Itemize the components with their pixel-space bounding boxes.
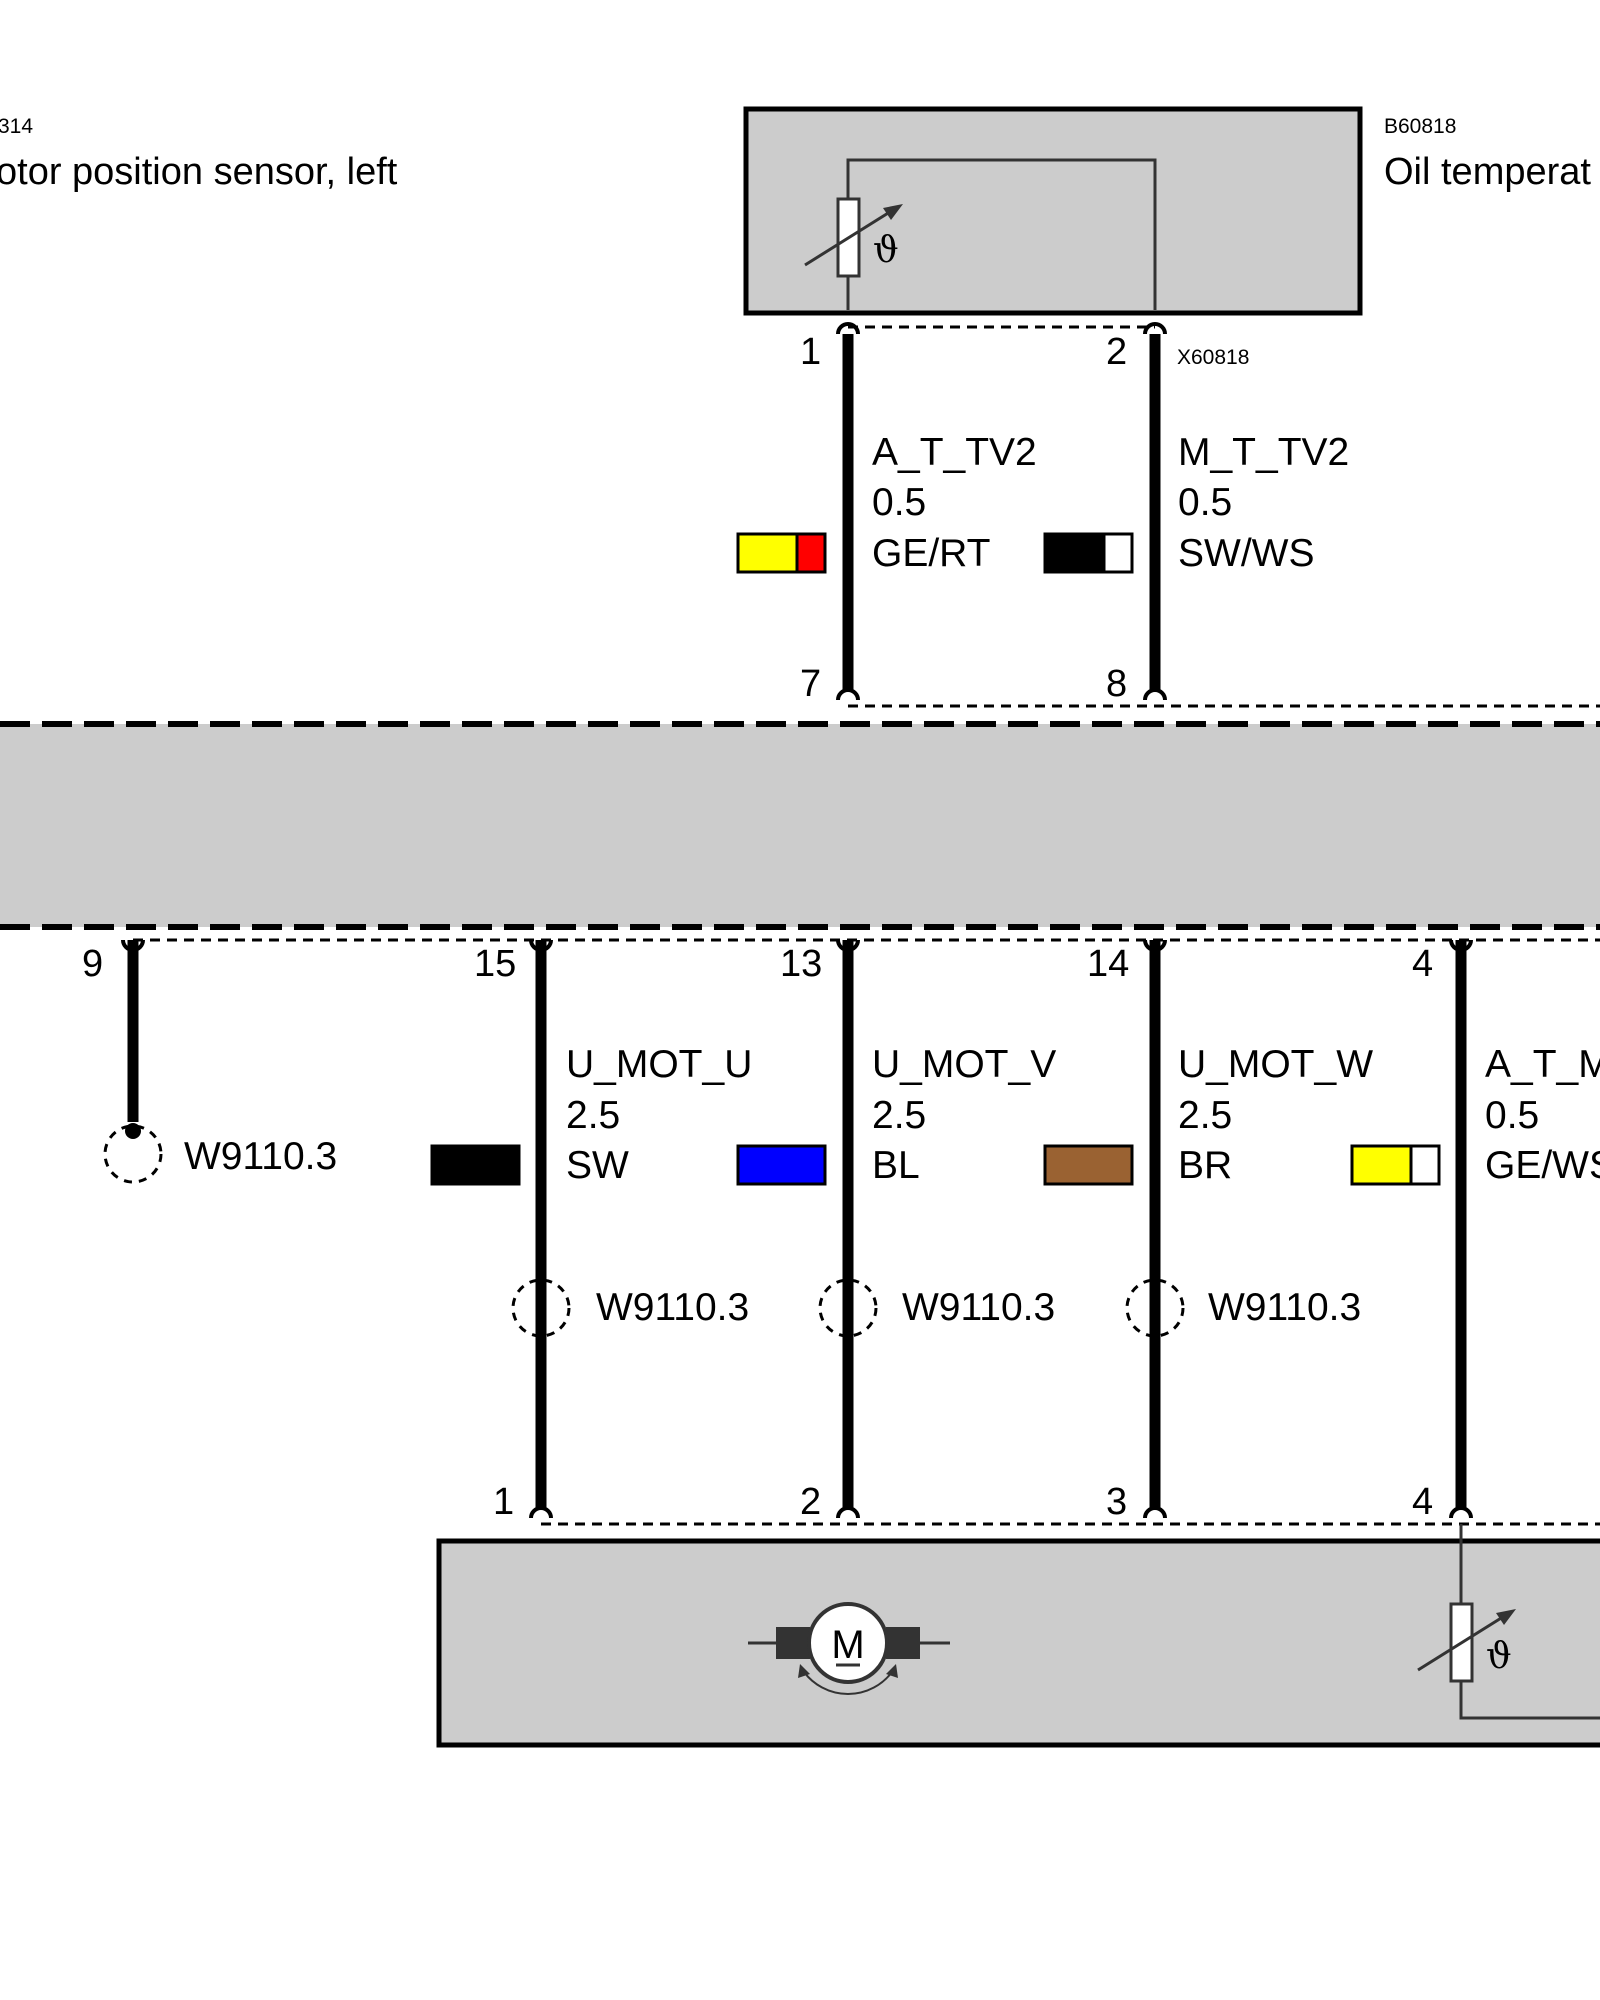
wire-signal-label: A_T_M (1485, 1043, 1600, 1086)
shield-label: W9110.3 (596, 1286, 749, 1329)
wire-color-swatch-br (1043, 1144, 1134, 1186)
pin-label: 4 (1412, 1481, 1433, 1523)
thermistor-icon (804, 197, 903, 278)
pin-label: 4 (1412, 943, 1433, 985)
wire-u-mot-v (818, 939, 878, 1519)
motor-unit-internal-wire (1459, 1524, 1600, 1720)
pin-label: 14 (1087, 943, 1129, 985)
oil-temperature-sensor: ϑ (743, 106, 1363, 316)
pin-label: 13 (780, 943, 822, 985)
motor-unit: M ϑ (436, 1524, 1600, 1748)
temperature-symbol: ϑ (1486, 1636, 1512, 1677)
left-sensor-id: 314 (0, 115, 33, 138)
shield-icon (1125, 1278, 1185, 1338)
temperature-symbol: ϑ (873, 230, 899, 271)
wire-signal-label: U_MOT_W (1178, 1043, 1373, 1086)
wire-gauge-label: 0.5 (1485, 1094, 1539, 1137)
oil-sensor-name: Oil temperat (1384, 151, 1591, 193)
wire-gauge-label: 2.5 (1178, 1094, 1232, 1137)
wire-color-swatch-sw-ws (1043, 532, 1134, 574)
wire-ground (103, 939, 163, 1184)
wire-color-label: GE/WS (1485, 1144, 1600, 1187)
thermistor-icon (1417, 1602, 1516, 1683)
left-sensor-name: otor position sensor, left (0, 151, 398, 193)
shield-label: W9110.3 (902, 1286, 1055, 1329)
pin-label: 8 (1106, 663, 1127, 705)
wire-color-swatch-sw (430, 1144, 521, 1186)
wire-color-label: SW (566, 1144, 629, 1187)
wire-color-swatch-bl (736, 1144, 827, 1186)
motor-icon (748, 1602, 950, 1695)
wire-gauge-label: 0.5 (872, 481, 926, 524)
wire-color-label: SW/WS (1178, 532, 1314, 575)
wire-u-mot-u (511, 939, 571, 1519)
wire-u-mot-w (1125, 939, 1185, 1519)
shield-icon (818, 1278, 878, 1338)
wire-color-label: GE/RT (872, 532, 990, 575)
control-module (0, 721, 1600, 930)
wire-a-t-tv2 (836, 322, 860, 701)
wire-m-t-tv2 (1143, 322, 1167, 701)
wire-gauge-label: 0.5 (1178, 481, 1232, 524)
wire-signal-label: U_MOT_U (566, 1043, 752, 1086)
control-module-body (0, 724, 1600, 927)
pin-label: 2 (1106, 331, 1127, 373)
motor-symbol: M (831, 1623, 864, 1667)
ground-point-icon (103, 1124, 163, 1184)
pin-label: 9 (82, 943, 103, 985)
motor-unit-housing (436, 1538, 1600, 1748)
shield-icon (511, 1278, 571, 1338)
wire-signal-label: U_MOT_V (872, 1043, 1056, 1086)
wire-gauge-label: 2.5 (872, 1094, 926, 1137)
wire-signal-label: A_T_TV2 (872, 431, 1037, 474)
oil-connector-id: X60818 (1177, 346, 1249, 369)
pin-label: 1 (800, 331, 821, 373)
pin-label: 15 (474, 943, 516, 985)
wire-color-label: BR (1178, 1144, 1232, 1187)
pin-label: 7 (800, 663, 821, 705)
wire-signal-label: M_T_TV2 (1178, 431, 1349, 474)
wire-color-label: BL (872, 1144, 920, 1187)
ground-point-label: W9110.3 (184, 1135, 337, 1178)
pin-label: 3 (1106, 1481, 1127, 1523)
wire-color-swatch-ge-ws (1350, 1144, 1441, 1186)
wire-a-t-m (1449, 939, 1473, 1519)
pin-label: 1 (493, 1481, 514, 1523)
shield-label: W9110.3 (1208, 1286, 1361, 1329)
oil-sensor-id: B60818 (1384, 115, 1456, 138)
wire-gauge-label: 2.5 (566, 1094, 620, 1137)
pin-label: 2 (800, 1481, 821, 1523)
wire-color-swatch-ge-rt (736, 532, 827, 574)
